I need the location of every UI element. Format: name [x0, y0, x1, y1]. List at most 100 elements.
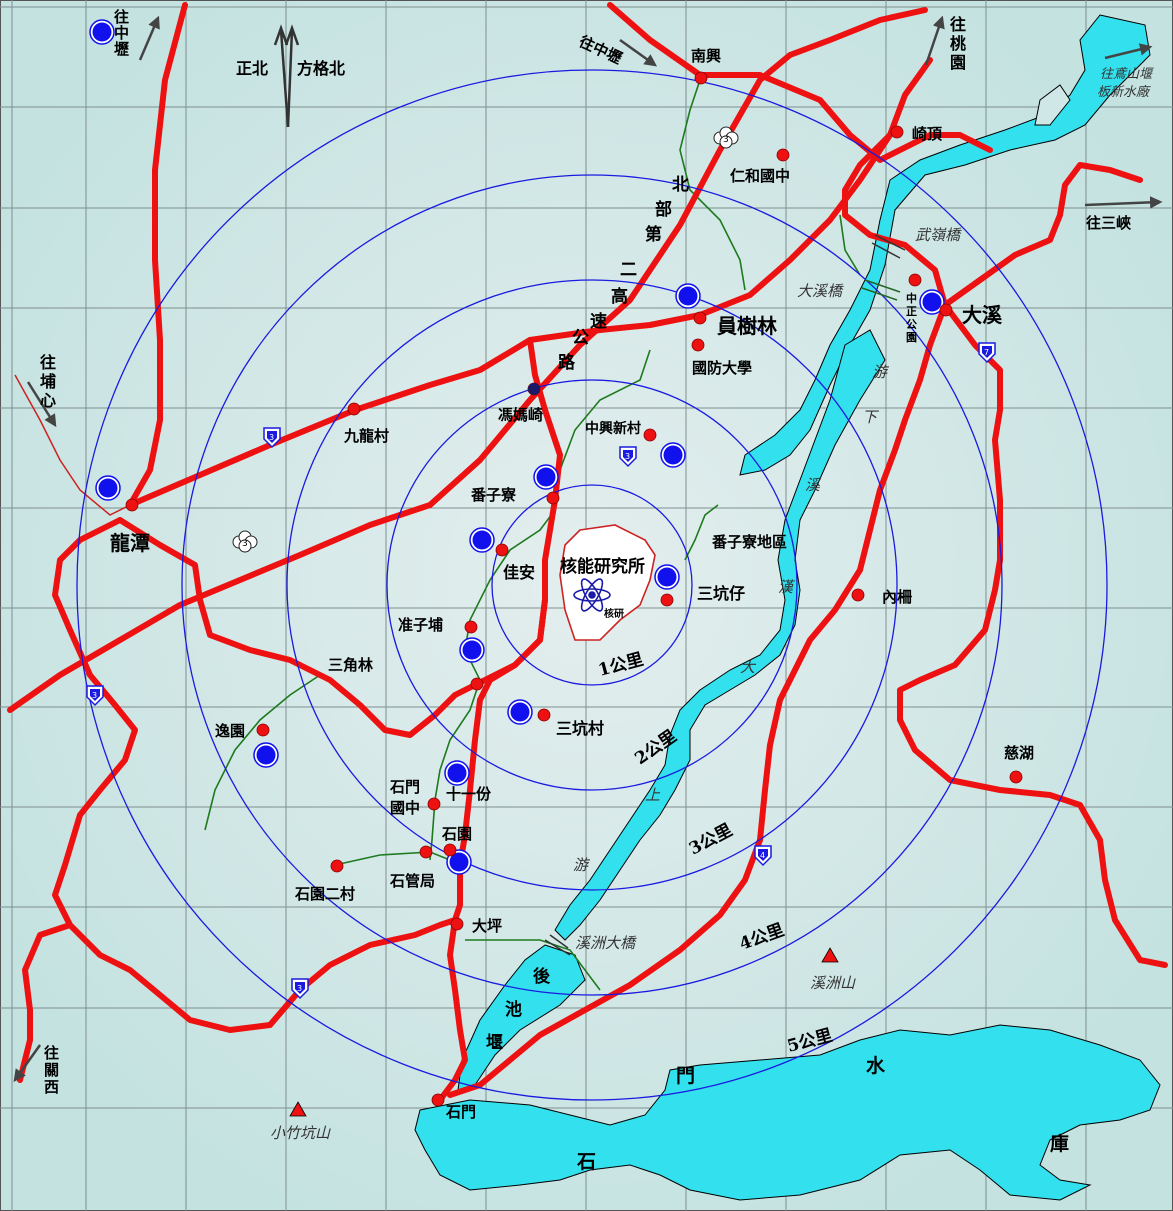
svg-text:正: 正 — [906, 305, 917, 318]
svg-text:大: 大 — [740, 658, 757, 676]
place-marker-icon — [908, 273, 922, 287]
place-shimen-school-2: 國中 — [390, 799, 420, 817]
place-fanziliao: 番子寮 — [470, 486, 517, 504]
svg-text:園: 園 — [906, 331, 917, 344]
place-marker-icon — [691, 338, 705, 352]
svg-text:桃: 桃 — [950, 34, 966, 53]
monitoring-station-fill — [256, 745, 276, 765]
stream-nanxing — [679, 79, 746, 291]
direction-to-guanxi: 往關西 — [44, 1044, 59, 1096]
svg-text:埔: 埔 — [40, 372, 56, 391]
place-jiaan: 佳安 — [503, 563, 535, 582]
direction-to-puxin: 往埔心 — [40, 353, 56, 410]
place-marker-icon — [427, 797, 441, 811]
place-marker-icon — [470, 677, 484, 691]
svg-text:關: 關 — [44, 1061, 59, 1079]
grid-north-arrow-icon — [284, 24, 300, 128]
svg-text:速: 速 — [590, 311, 607, 332]
stream-xizhou — [465, 939, 601, 991]
institute-site: 核研 核能研究所 — [559, 524, 656, 641]
svg-text:公: 公 — [572, 328, 589, 348]
stream-shiyuan — [334, 851, 451, 866]
svg-text:壢: 壢 — [114, 40, 129, 58]
place-cihu: 慈湖 — [1004, 744, 1034, 762]
monitoring-station-fill — [536, 467, 556, 487]
bridge-icon — [861, 279, 901, 301]
arrow-to-taoyuan-icon — [924, 15, 945, 66]
mountain-markers — [289, 947, 839, 1117]
bridge-icon — [544, 934, 571, 956]
place-marker-icon — [419, 845, 433, 859]
mountain-icon — [821, 947, 839, 963]
place-pingmaqi: 馮媽崎 — [498, 406, 543, 424]
svg-text:第: 第 — [645, 224, 662, 245]
route-shield-icon: 3 — [263, 427, 281, 449]
svg-text:心: 心 — [40, 391, 56, 410]
place-shiyifen: 十一份 — [446, 785, 492, 803]
arrow-to-puxin-icon — [26, 381, 57, 428]
distance-rings — [76, 69, 1108, 1101]
svg-text:水: 水 — [866, 1055, 886, 1077]
monitoring-station-fill — [449, 852, 469, 872]
road-guanxi — [17, 922, 73, 1083]
place-marker-icon — [939, 303, 953, 317]
road-provincial-3-north — [127, 57, 933, 508]
place-shiyuan2: 石園二村 — [294, 885, 355, 903]
place-guofang: 國防大學 — [692, 359, 752, 377]
place-marker-icon — [694, 71, 708, 85]
svg-text:高: 高 — [611, 286, 628, 307]
road-provincial-3-southwest — [52, 517, 548, 1033]
road-daxi-south — [447, 302, 948, 1098]
place-yuanshulin: 員樹林 — [716, 314, 777, 338]
institute-label: 核能研究所 — [560, 556, 645, 577]
place-marker-icon — [330, 859, 344, 873]
route-number: 3 — [92, 691, 97, 700]
place-marker-icon — [546, 491, 560, 505]
svg-text:西: 西 — [44, 1078, 59, 1096]
direction-arrows — [13, 15, 1163, 1083]
place-sankengcun: 三坑村 — [556, 719, 604, 738]
place-marker-icon — [693, 311, 707, 325]
place-marker-icon — [495, 543, 509, 557]
route-shield-icon: 3 — [619, 446, 637, 468]
place-marker-icon — [1009, 770, 1023, 784]
svg-text:上: 上 — [645, 786, 661, 804]
svg-text:漢: 漢 — [778, 578, 796, 596]
rivers — [414, 14, 1161, 1201]
ring-3km — [286, 279, 898, 891]
svg-text:部: 部 — [655, 199, 672, 220]
route-shield-icon: 3 — [86, 685, 104, 707]
north-arrows — [273, 24, 300, 128]
place-renhe: 仁和國中 — [730, 167, 790, 185]
svg-text:門: 門 — [676, 1065, 695, 1087]
svg-text:中: 中 — [114, 24, 129, 42]
institute-logo-text: 核研 — [604, 607, 624, 620]
cloud-icon: 3 — [232, 530, 258, 553]
place-nanxing: 南興 — [691, 47, 721, 65]
place-sanjiaolin: 三角林 — [328, 656, 374, 674]
place-marker-icon — [851, 588, 865, 602]
place-marker-icon — [464, 620, 478, 634]
svg-text:公: 公 — [906, 318, 917, 331]
bridge-daxi: 大溪橋 — [797, 282, 844, 300]
monitoring-station-fill — [92, 22, 112, 42]
place-fanziliao-area: 番子寮地區 — [711, 533, 787, 551]
shimen-reservoir — [414, 1024, 1161, 1201]
stream-yiyuan — [204, 674, 321, 831]
road-daping-shimen — [437, 917, 468, 1103]
svg-text:庫: 庫 — [1050, 1132, 1069, 1155]
monitoring-station-fill — [472, 530, 492, 550]
cloud-icon: 3 — [713, 126, 739, 149]
route-shield-icon: 4 — [754, 845, 772, 867]
ring-4km — [181, 174, 1003, 996]
svg-text:二: 二 — [620, 260, 637, 280]
place-marker-icon — [660, 593, 674, 607]
svg-text:3: 3 — [242, 539, 248, 549]
svg-text:往: 往 — [40, 353, 56, 372]
road-northern-second-highway — [7, 52, 793, 713]
road-zhongli-2 — [787, 7, 928, 58]
